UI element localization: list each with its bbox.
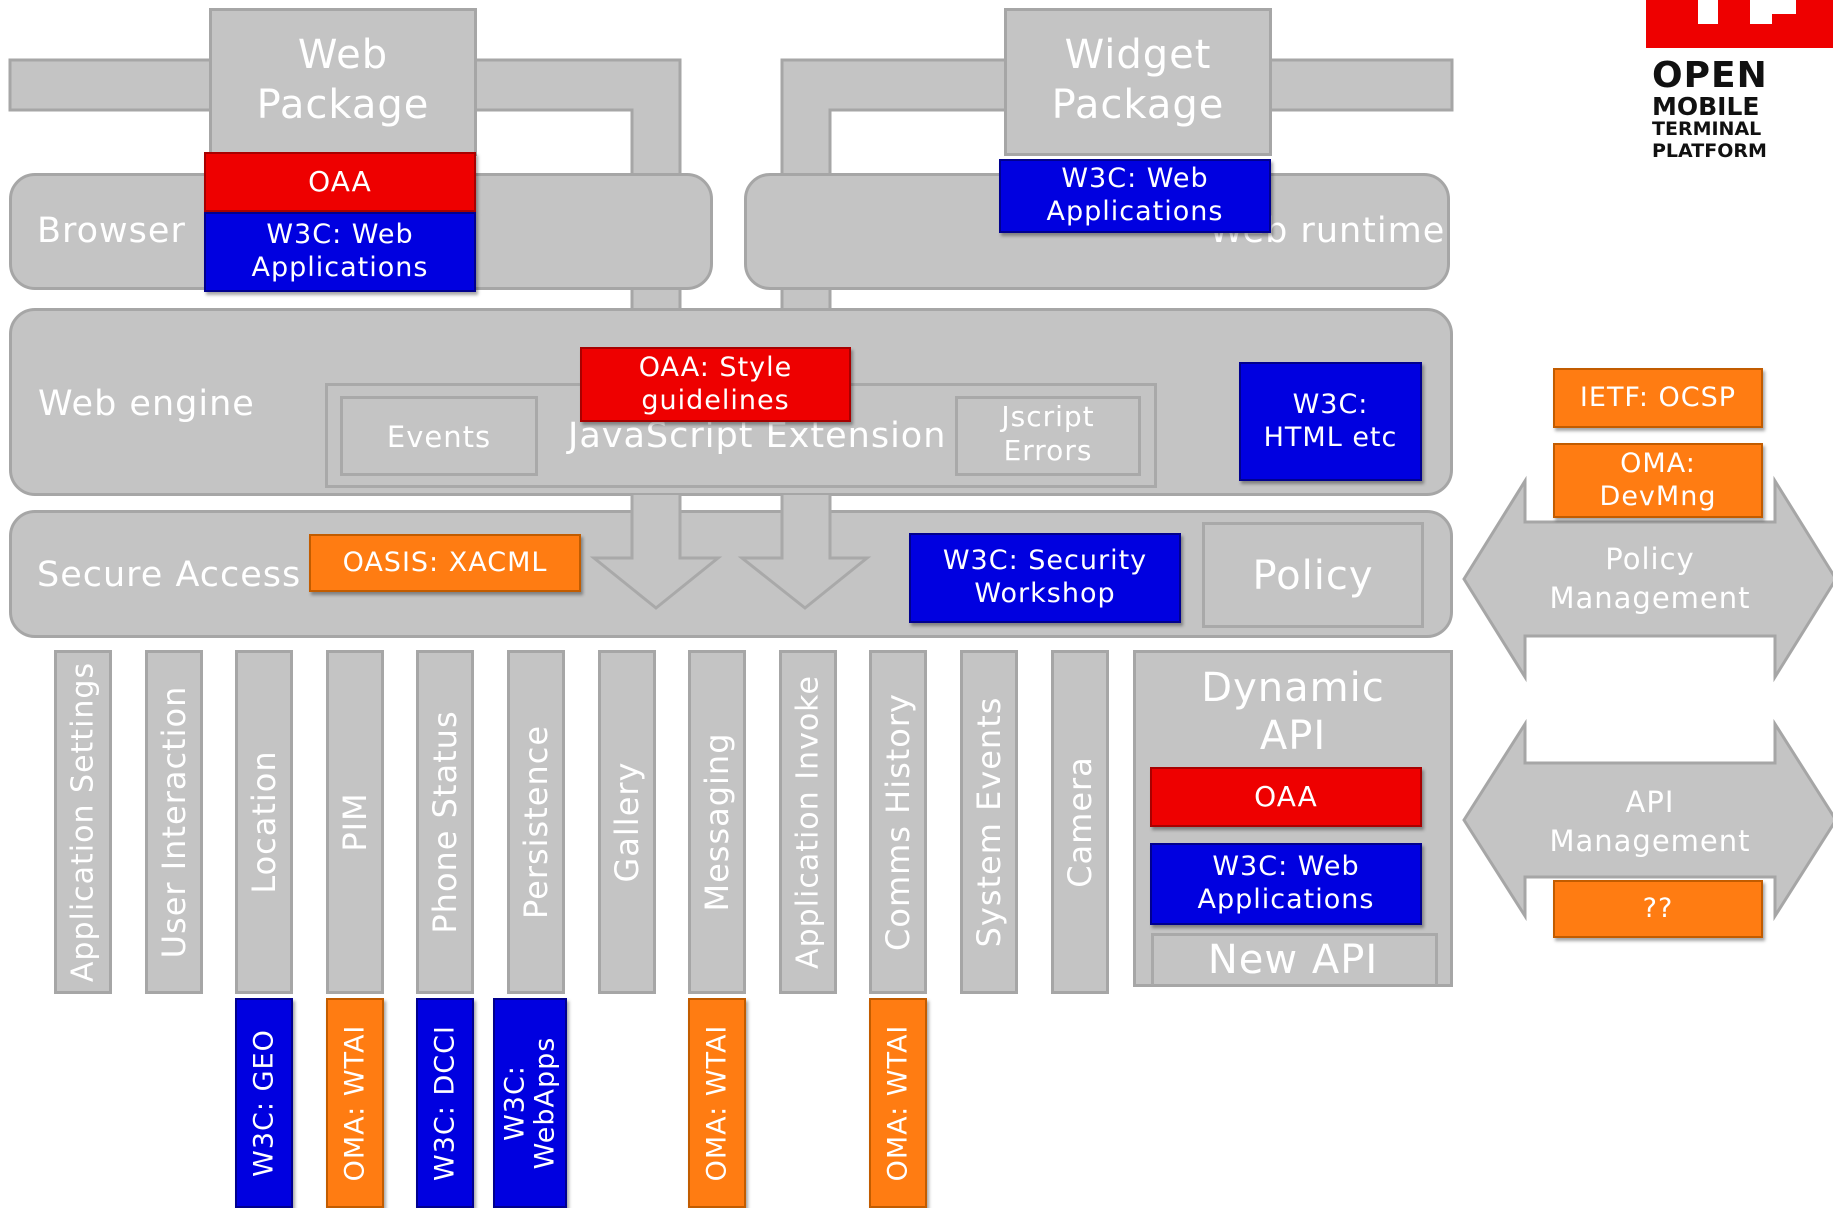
ietf-ocsp-box: IETF: OCSP bbox=[1553, 368, 1763, 428]
api-column: Phone Status bbox=[416, 650, 474, 994]
logo-mark bbox=[1646, 0, 1833, 48]
widget-package-label: Widget Package bbox=[1051, 32, 1225, 128]
api-column: User Interaction bbox=[145, 650, 203, 994]
api-standard-tag: OMA: WTAI bbox=[869, 998, 927, 1208]
new-api-label: New API bbox=[1207, 937, 1379, 983]
w3c-webapps-browser-box: W3C: Web Applications bbox=[204, 212, 476, 292]
api-standard-tag: W3C: WebApps bbox=[493, 998, 567, 1208]
w3c-html-box: W3C: HTML etc bbox=[1239, 362, 1422, 481]
javascript-extension-label: JavaScript Extension bbox=[568, 416, 947, 456]
widget-package-box bbox=[1004, 8, 1272, 156]
policy-management-label: Policy Management bbox=[1549, 542, 1751, 616]
policy-box bbox=[1202, 522, 1424, 628]
w3c-security-workshop-box: W3C: Security Workshop bbox=[909, 533, 1181, 623]
oaa-browser-box: OAA bbox=[204, 152, 476, 212]
api-standard-tag: W3C: DCCI bbox=[416, 998, 474, 1208]
jscript-errors-box bbox=[955, 396, 1141, 476]
api-column: System Events bbox=[960, 650, 1018, 994]
logo-line-mobile: MOBILE bbox=[1652, 92, 1760, 121]
open-mobile-terminal-platform-logo: OPEN MOBILE TERMINAL PLATFORM bbox=[1646, 0, 1833, 170]
events-label: Events bbox=[386, 420, 492, 454]
api-column: Application Invoke bbox=[779, 650, 837, 994]
logo-cutout bbox=[1698, 0, 1796, 24]
api-management-arrow bbox=[1462, 718, 1833, 922]
web-package-box bbox=[209, 8, 477, 156]
api-standard-tag: W3C: GEO bbox=[235, 998, 293, 1208]
api-column: Gallery bbox=[598, 650, 656, 994]
logo-line-terminal: TERMINAL bbox=[1652, 118, 1762, 140]
api-column: PIM bbox=[326, 650, 384, 994]
api-column: Persistence bbox=[507, 650, 565, 994]
oaa-style-box: OAA: Style guidelines bbox=[580, 347, 851, 422]
api-column: Messaging bbox=[688, 650, 746, 994]
new-api-box bbox=[1151, 933, 1438, 985]
secure-access-layer bbox=[9, 510, 1453, 638]
logo-line-platform: PLATFORM bbox=[1652, 140, 1767, 162]
web-flow-arrowhead bbox=[589, 495, 723, 610]
oaa-dynamic-box: OAA bbox=[1150, 767, 1422, 827]
api-column: Comms History bbox=[869, 650, 927, 994]
web-package-label: Web Package bbox=[256, 32, 430, 128]
widget-flow-arrowhead bbox=[737, 495, 872, 610]
api-column: Application Settings bbox=[54, 650, 112, 994]
api-column: Camera bbox=[1051, 650, 1109, 994]
api-standard-tag: OMA: WTAI bbox=[688, 998, 746, 1208]
dynamic-api-label: Dynamic API bbox=[1201, 665, 1385, 759]
policy-label: Policy bbox=[1252, 553, 1374, 599]
w3c-webapps-widget-box: W3C: Web Applications bbox=[999, 159, 1271, 233]
oasis-xacml-box: OASIS: XACML bbox=[309, 534, 581, 592]
api-management-label: API Management bbox=[1549, 785, 1751, 859]
browser-label: Browser bbox=[37, 211, 186, 251]
api-unknown-box: ?? bbox=[1553, 880, 1763, 938]
secure-access-label: Secure Access bbox=[37, 555, 302, 595]
w3c-webapps-dynamic-box: W3C: Web Applications bbox=[1150, 843, 1422, 925]
logo-line-open: OPEN bbox=[1652, 55, 1768, 96]
policy-management-arrow bbox=[1462, 475, 1833, 683]
events-box bbox=[340, 396, 538, 476]
api-column: Location bbox=[235, 650, 293, 994]
jscript-errors-label: Jscript Errors bbox=[1001, 400, 1095, 467]
oma-devmng-box: OMA: DevMng bbox=[1553, 443, 1763, 518]
web-engine-label: Web engine bbox=[38, 384, 255, 424]
api-standard-tag: OMA: WTAI bbox=[326, 998, 384, 1208]
